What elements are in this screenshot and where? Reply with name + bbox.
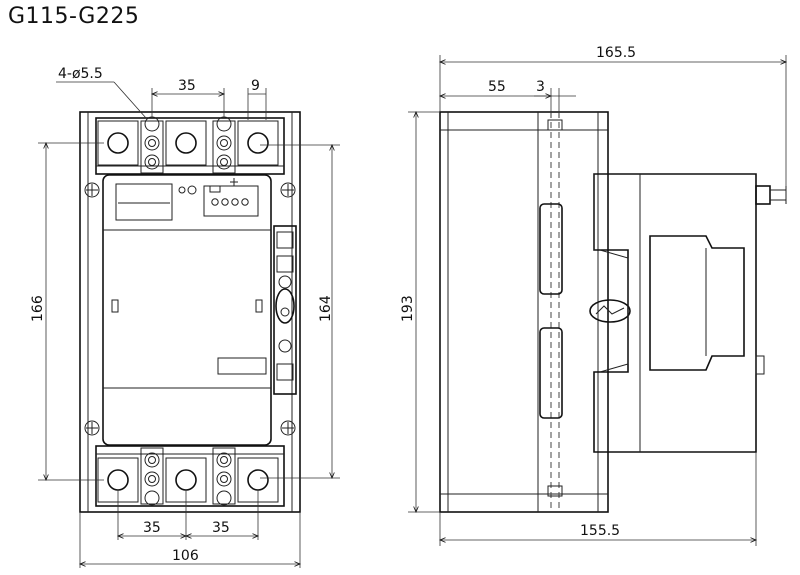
dim-depth-total: 165.5 (596, 45, 636, 61)
dim-pitch-bottom-a: 35 (143, 520, 161, 536)
dim-height-left: 166 (30, 295, 46, 322)
dim-depth-b: 3 (536, 79, 545, 95)
dim-pitch-top: 35 (178, 78, 196, 94)
trip-knob (275, 288, 295, 324)
dim-depth-a: 55 (488, 79, 506, 95)
side-cover (593, 173, 757, 453)
bottom-terminal-hole-2 (175, 469, 197, 491)
top-terminal-hole-1 (107, 132, 129, 154)
dim-offset-top: 9 (251, 78, 260, 94)
side-slot-lower (539, 327, 563, 419)
top-terminal-block (95, 117, 285, 175)
control-strip (273, 225, 297, 395)
mount-screw-tr (280, 182, 296, 198)
handle-symbol (589, 299, 631, 323)
bottom-terminal-hole-1 (107, 469, 129, 491)
dim-pitch-bottom-b: 35 (212, 520, 230, 536)
dim-height-right: 164 (318, 295, 334, 322)
bottom-terminal-block (95, 445, 285, 507)
label-plate (217, 357, 267, 375)
top-terminal-hole-3 (247, 132, 269, 154)
mount-screw-br (280, 420, 296, 436)
front-view (79, 111, 301, 513)
display-window (115, 183, 173, 221)
bottom-terminal-hole-3 (247, 469, 269, 491)
side-dimensions: 165.5 55 3 193 155.5 (400, 45, 786, 546)
top-terminal-hole-2 (175, 132, 197, 154)
connector-block (203, 185, 259, 217)
side-connector (755, 185, 771, 205)
dim-width-total: 106 (172, 548, 199, 564)
side-body-outline (439, 111, 609, 513)
dim-depth-bottom: 155.5 (580, 523, 620, 539)
front-body-outline (79, 111, 301, 513)
dim-side-height: 193 (400, 295, 416, 322)
mount-screw-bl (84, 420, 100, 436)
dim-holes: 4-ø5.5 (58, 66, 103, 82)
front-cover (102, 174, 272, 446)
side-slot-upper (539, 203, 563, 295)
side-view (439, 111, 787, 513)
front-dimensions: 35 9 4-ø5.5 166 164 35 35 106 (30, 66, 340, 568)
drawing-title: G115-G225 (8, 4, 140, 29)
mount-screw-tl (84, 182, 100, 198)
side-window (649, 235, 745, 371)
